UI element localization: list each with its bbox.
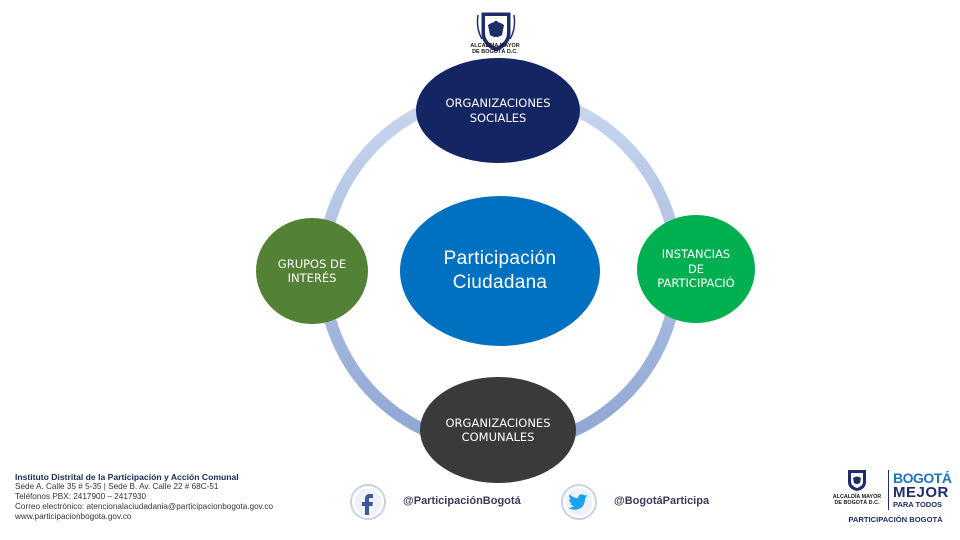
node-organizaciones-sociales: ORGANIZACIONES SOCIALES (416, 58, 580, 163)
brand-seal-icon (848, 470, 866, 491)
node-instancias-participacion: INSTANCIAS DE PARTICIPACIÓ (637, 215, 755, 323)
brand-divider (888, 470, 889, 510)
footer-website[interactable]: www.participacionbogota.gov.co (15, 512, 132, 522)
node-organizaciones-sociales-label: ORGANIZACIONES SOCIALES (445, 96, 551, 125)
node-grupos-de-interes-label: GRUPOS DE INTERÉS (277, 256, 347, 285)
bogota-seal-logo (476, 12, 516, 52)
brand-alcaldia-line1: ALCALDÍA MAYOR (832, 494, 882, 500)
brand-block: ALCALDÍA MAYOR DE BOGOTÁ D.C. BOGOTÁ MEJ… (828, 468, 954, 528)
node-organizaciones-comunales-label: ORGANIZACIONES COMUNALES (445, 415, 551, 444)
seal-caption: ALCALDÍA MAYOR DE BOGOTÁ D.C. (455, 43, 535, 56)
brand-bogota: BOGOTÁ (893, 470, 952, 486)
node-instancias-label: INSTANCIAS DE PARTICIPACIÓ (657, 247, 735, 291)
facebook-icon[interactable] (349, 483, 387, 521)
footer-email[interactable]: Correo electrónico: atencionalaciudadani… (15, 502, 274, 512)
brand-mejor: MEJOR (893, 484, 949, 501)
footer-contact-block: Instituto Distrital de la Participación … (15, 472, 273, 522)
footer-address: Sede A. Calle 35 # 5-35 | Sede B. Av. Ca… (15, 482, 219, 492)
brand-alcaldia: ALCALDÍA MAYOR DE BOGOTÁ D.C. (828, 494, 886, 507)
node-participacion-ciudadana: Participación Ciudadana (400, 196, 600, 346)
brand-participacion: PARTICIPACIÓN BOGOTÁ (848, 515, 943, 524)
center-label: Participación Ciudadana (443, 248, 557, 293)
seal-caption-line1: ALCALDÍA MAYOR (470, 43, 520, 49)
brand-alcaldia-line2: DE BOGOTÁ D.C. (834, 500, 880, 507)
node-grupos-de-interes: GRUPOS DE INTERÉS (256, 218, 368, 324)
facebook-handle[interactable]: @ParticipaciónBogotá (403, 495, 521, 507)
node-organizaciones-comunales: ORGANIZACIONES COMUNALES (420, 377, 576, 483)
twitter-handle[interactable]: @BogotáParticipa (614, 495, 710, 507)
footer-institute: Instituto Distrital de la Participación … (15, 472, 239, 482)
seal-caption-line2: DE BOGOTÁ D.C. (472, 49, 518, 56)
twitter-icon[interactable] (560, 483, 598, 521)
brand-para-todos: PARA TODOS (893, 500, 943, 509)
footer-phones: Teléfonos PBX: 2417900 – 2417930 (15, 492, 147, 502)
